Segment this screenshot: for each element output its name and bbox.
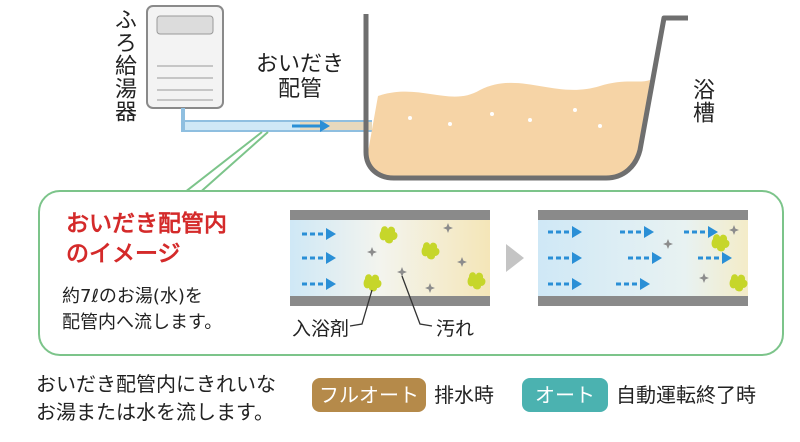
callout-note-line2: 配管内へ流します。 (62, 312, 223, 333)
full-auto-badge: フルオート (312, 378, 426, 412)
pipe-interior-illustration (290, 210, 748, 327)
callout-title-line2: のイメージ (66, 241, 181, 267)
reheat-pipe (181, 108, 372, 132)
next-arrow-icon (506, 244, 524, 272)
bathtub-label: 浴槽 (689, 78, 714, 124)
bottom-description-line2: お湯または水を流します。 (36, 400, 274, 424)
auto-badge: オート (522, 378, 608, 412)
water-heater-icon (146, 5, 224, 109)
system-illustration (146, 5, 688, 190)
callout-note-line1: 約7ℓのお湯(水)を (62, 286, 203, 307)
dirt-label: 汚れ (436, 318, 475, 340)
full-auto-timing: 排水時 (434, 383, 494, 407)
bath-agent-label: 入浴剤 (292, 318, 350, 340)
pipe-label: おいだき 配管 (255, 52, 344, 103)
bathtub-icon (363, 14, 688, 181)
auto-timing: 自動運転終了時 (616, 383, 756, 407)
callout-title-line1: おいだき配管内 (66, 211, 227, 237)
water-heater-label: ふろ給湯器 (111, 8, 136, 123)
bottom-description-line1: おいだき配管内にきれいな (36, 372, 276, 396)
